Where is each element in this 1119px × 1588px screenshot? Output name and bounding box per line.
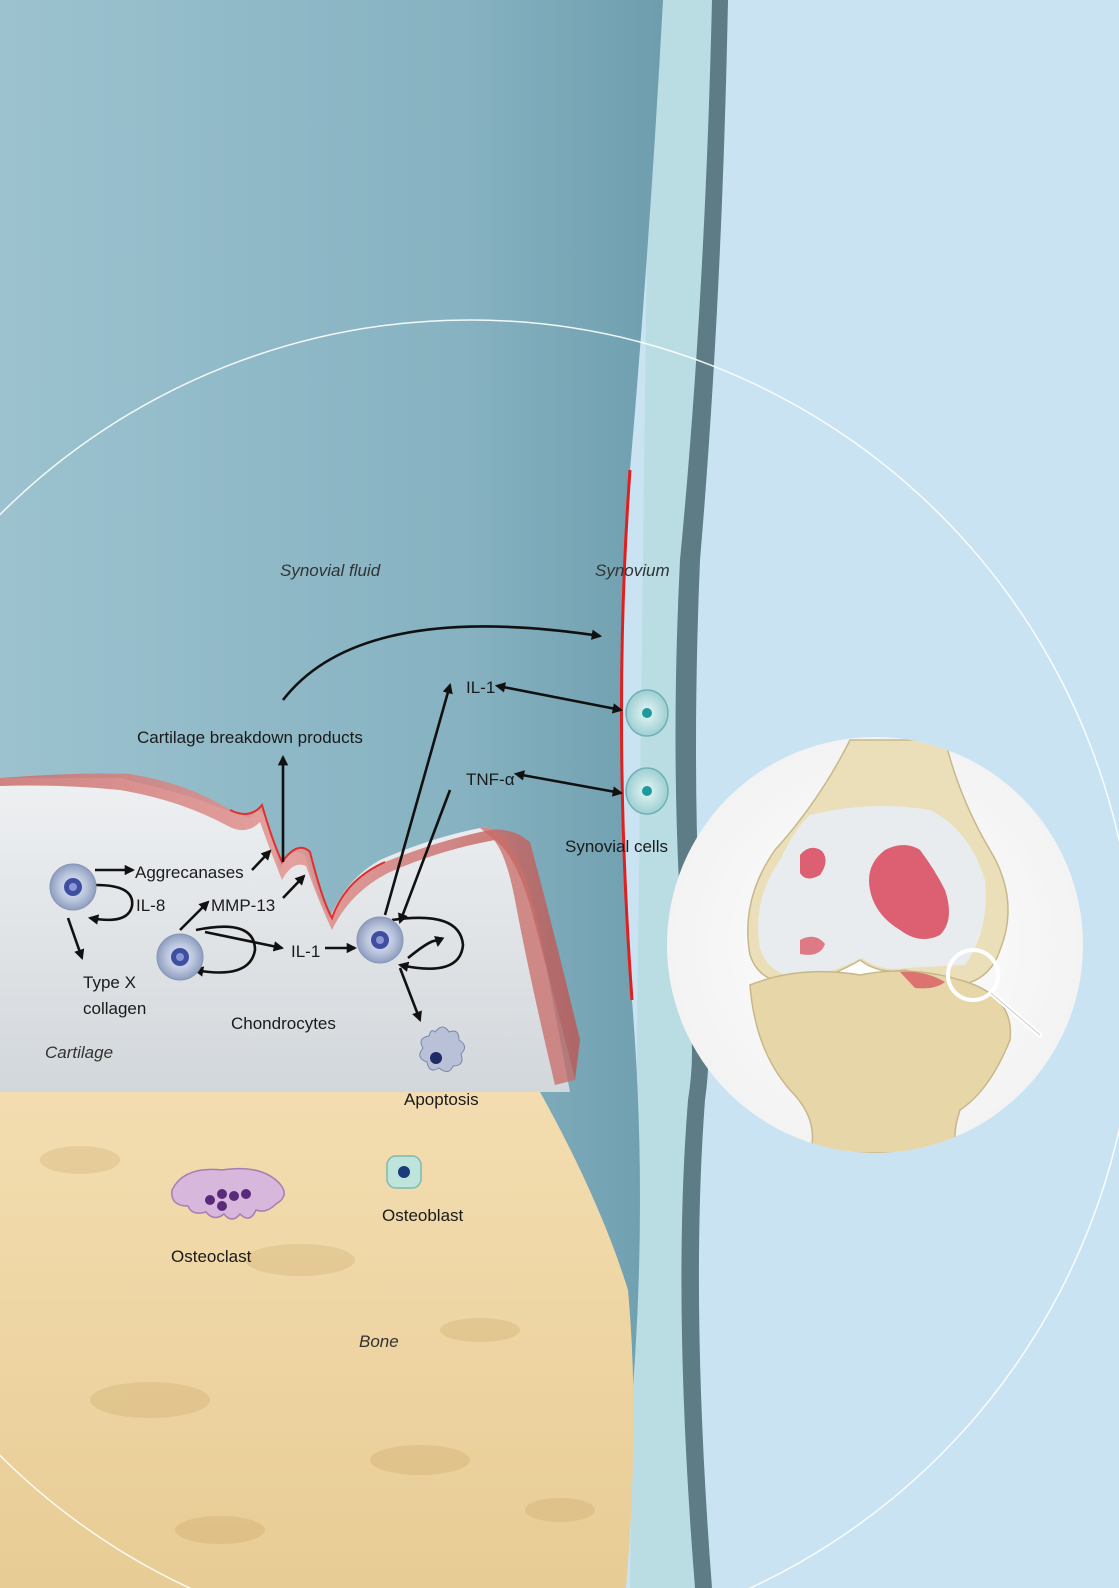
label-tnf-alpha: TNF-α	[466, 770, 515, 789]
region-synovial-fluid: Synovial fluid	[280, 561, 381, 580]
knee-inset	[667, 737, 1083, 1153]
label-chondrocytes: Chondrocytes	[231, 1014, 336, 1033]
osteoblast-cell	[387, 1156, 421, 1188]
label-cartilage-breakdown: Cartilage breakdown products	[137, 728, 363, 747]
region-cartilage: Cartilage	[45, 1043, 113, 1062]
label-il1-mid: IL-1	[291, 942, 320, 961]
label-synovial-cells: Synovial cells	[565, 837, 668, 856]
chondrocyte-cell-2	[157, 934, 203, 980]
region-bone: Bone	[359, 1332, 399, 1351]
label-mmp13: MMP-13	[211, 896, 275, 915]
chondrocyte-cell-3	[357, 917, 403, 963]
label-type-x: Type X	[83, 973, 136, 992]
label-il1-top: IL-1	[466, 678, 495, 697]
label-apoptosis: Apoptosis	[404, 1090, 479, 1109]
region-synovium: Synovium	[595, 561, 670, 580]
chondrocyte-cell-1	[50, 864, 96, 910]
synovial-cell-2	[626, 768, 668, 814]
label-il8: IL-8	[136, 896, 165, 915]
label-collagen: collagen	[83, 999, 146, 1018]
synovial-cell-1	[626, 690, 668, 736]
label-osteoblast: Osteoblast	[382, 1206, 464, 1225]
label-osteoclast: Osteoclast	[171, 1247, 252, 1266]
label-aggrecanases: Aggrecanases	[135, 863, 244, 882]
